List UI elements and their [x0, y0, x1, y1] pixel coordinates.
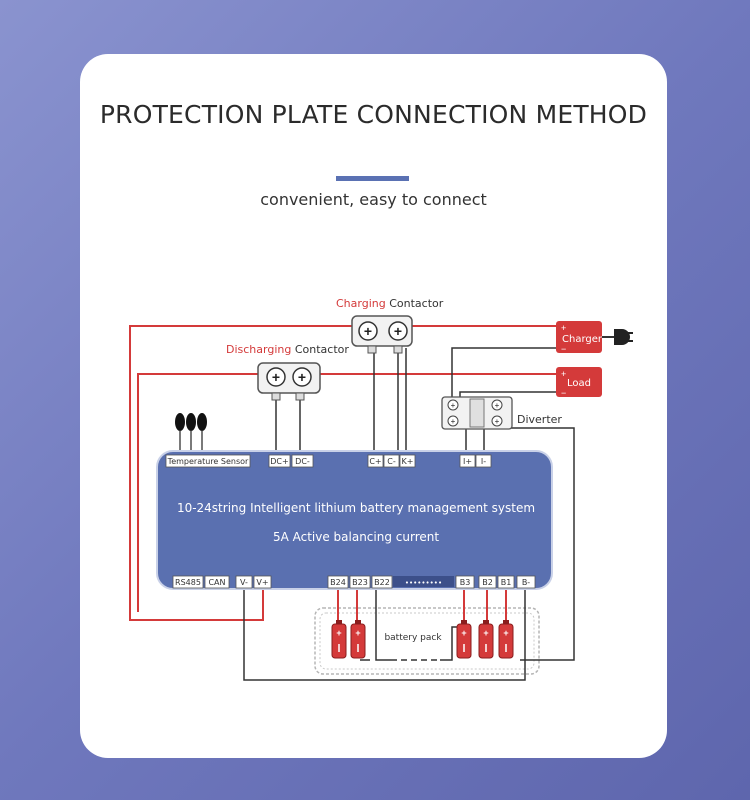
battery-cells: + + + + + — [331, 620, 514, 659]
temperature-probes-icon — [175, 413, 207, 456]
terminal-can — [204, 575, 230, 589]
terminal-dcminus — [291, 454, 314, 468]
wire-b22 — [375, 589, 391, 661]
terminal-rs485 — [172, 575, 204, 589]
svg-text:+: + — [495, 417, 500, 426]
svg-text:+: + — [451, 417, 456, 426]
title-underline — [336, 176, 409, 181]
terminal-cminus-label: C- — [387, 457, 396, 466]
battery-cell-icon: + — [350, 620, 366, 659]
battery-pack-label: battery pack — [384, 633, 442, 643]
svg-text:+: + — [298, 369, 306, 385]
board-line-1: 10-24string Intelligent lithium battery … — [177, 501, 535, 515]
load-box: + Load − — [556, 367, 602, 398]
svg-text:−: − — [561, 344, 566, 354]
terminal-bminus-label: B- — [522, 578, 530, 587]
svg-text:+: + — [503, 628, 508, 638]
battery-cell-icon: + — [478, 620, 494, 659]
terminal-b24-label: B24 — [330, 578, 346, 587]
wire-discharging-left — [137, 373, 262, 612]
terminal-dcminus-label: DC- — [295, 457, 310, 466]
terminal-b1-label: B1 — [501, 578, 512, 587]
terminal-cplus-label: C+ — [369, 457, 381, 466]
discharging-contactor-label: Discharging Contactor — [226, 343, 349, 356]
terminal-b23 — [349, 575, 371, 589]
terminal-b24 — [327, 575, 349, 589]
wire-charger-neg — [451, 347, 556, 400]
terminal-kplus-label: K+ — [402, 457, 414, 466]
terminal-iplus — [459, 454, 476, 468]
svg-text:+: + — [561, 369, 566, 379]
terminal-b3-label: B3 — [460, 578, 471, 587]
terminal-bminus — [516, 575, 536, 589]
terminal-kplus — [399, 454, 416, 468]
terminal-vplus — [253, 575, 272, 589]
svg-text:+: + — [451, 401, 456, 410]
svg-text:+: + — [364, 323, 372, 339]
terminal-b1 — [497, 575, 515, 589]
red-wires — [129, 325, 556, 627]
terminal-b22 — [371, 575, 393, 589]
charger-box: + Charger − — [556, 321, 603, 354]
terminal-cplus — [367, 454, 384, 468]
page-subtitle: convenient, easy to connect — [260, 190, 487, 209]
wire-vminus-to-bminus — [243, 588, 526, 681]
terminal-iplus-label: I+ — [463, 457, 472, 466]
svg-text:+: + — [272, 369, 280, 385]
wire-charging-to-vplus — [129, 325, 356, 621]
discharging-contactor: + + — [257, 362, 321, 401]
diverter-label: Diverter — [517, 413, 562, 426]
battery-pack-inner-outline — [319, 612, 535, 670]
terminal-cminus — [383, 454, 400, 468]
terminal-iminus-label: I- — [481, 457, 486, 466]
terminal-dots-strip — [393, 576, 454, 587]
svg-text:+: + — [495, 401, 500, 410]
terminal-dots-label: ••••••••• — [405, 579, 442, 587]
battery-cell-icon: + — [331, 620, 347, 659]
terminal-b3 — [455, 575, 475, 589]
battery-cell-icon: + — [456, 620, 472, 659]
svg-text:Charger: Charger — [562, 334, 603, 345]
charging-contactor-label: Charging Contactor — [336, 297, 444, 310]
terminal-dcplus-label: DC+ — [270, 457, 288, 466]
svg-text:+: + — [483, 628, 488, 638]
terminal-dcplus — [268, 454, 291, 468]
terminal-temp-sensor-label: Temperature Sensor — [167, 457, 249, 466]
terminal-rs485-label: RS485 — [175, 578, 201, 587]
board-line-2: 5A Active balancing current — [273, 530, 439, 544]
page-title: PROTECTION PLATE CONNECTION METHOD — [99, 100, 648, 129]
terminal-vminus-label: V- — [240, 578, 248, 587]
battery-cell-icon: + — [498, 620, 514, 659]
svg-text:+: + — [336, 628, 341, 638]
wire-diverter-to-pack — [508, 427, 575, 661]
bms-board — [156, 450, 553, 590]
battery-pack-outline — [314, 607, 540, 675]
terminal-vminus — [235, 575, 253, 589]
terminal-b22-label: B22 — [374, 578, 390, 587]
terminal-b2-label: B2 — [482, 578, 493, 587]
charging-contactor: + + — [351, 315, 413, 354]
terminal-temp-sensor — [165, 454, 251, 468]
svg-text:+: + — [394, 323, 402, 339]
svg-text:+: + — [355, 628, 360, 638]
dark-wires — [243, 347, 575, 681]
svg-text:Load: Load — [567, 378, 591, 389]
terminal-iminus — [475, 454, 492, 468]
plug-icon — [602, 329, 633, 345]
terminal-vplus-label: V+ — [256, 578, 268, 587]
diverter: + + + + — [441, 396, 513, 430]
terminal-b23-label: B23 — [352, 578, 368, 587]
svg-text:−: − — [561, 388, 566, 398]
terminal-can-label: CAN — [208, 578, 225, 587]
svg-text:+: + — [561, 323, 566, 333]
svg-text:+: + — [461, 628, 466, 638]
terminal-b2 — [478, 575, 497, 589]
